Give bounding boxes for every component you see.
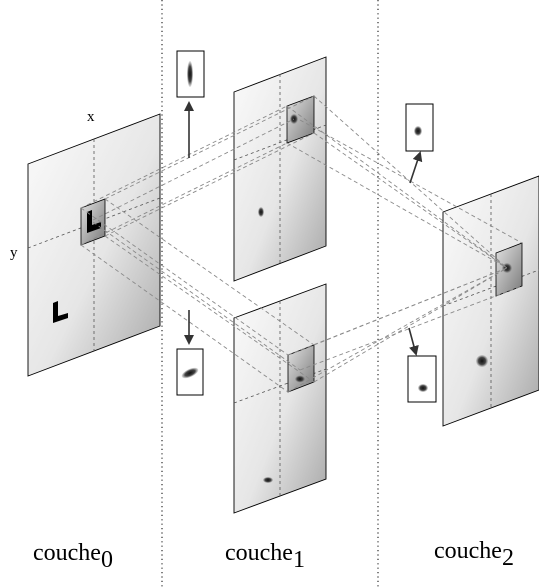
blob-feature-1-bottom [263,477,273,483]
x-axis-label: x [87,109,95,125]
arrow-icon-2-top [409,151,423,184]
layer-label-2-name: couche [434,538,502,564]
layer-label-1-index: 1 [293,547,305,573]
layer-0-plate [27,113,161,377]
layer-label-0-name: couche [33,540,101,566]
thumbnail-layer-1-top [176,50,205,98]
layer-1-top-plate [233,56,327,282]
blob-feature-2 [476,355,488,367]
blob-feature-1-top [258,207,264,217]
connection-lines [80,95,523,393]
layer-label-2: couche2 [434,538,514,571]
layer-label-1-name: couche [225,540,293,566]
layer-2-plate [442,175,539,427]
arrow-icon-2-bottom [408,327,419,356]
layer-1-bottom-plate [233,283,327,514]
thumbnail-layer-2-bottom [407,355,437,403]
layer-label-0-index: 0 [101,547,113,573]
l-shape-glyph [53,301,68,323]
y-axis-label: y [10,245,18,261]
layer-label-1: couche1 [225,540,305,573]
thumbnail-layer-2-top [405,103,434,152]
thumbnail-layer-1-bottom [176,348,204,396]
blob-feature-window-1-bottom [295,375,305,383]
layer-label-0: couche0 [33,540,113,573]
layer-label-2-index: 2 [502,545,514,571]
l-shape-glyph-window [87,210,101,233]
